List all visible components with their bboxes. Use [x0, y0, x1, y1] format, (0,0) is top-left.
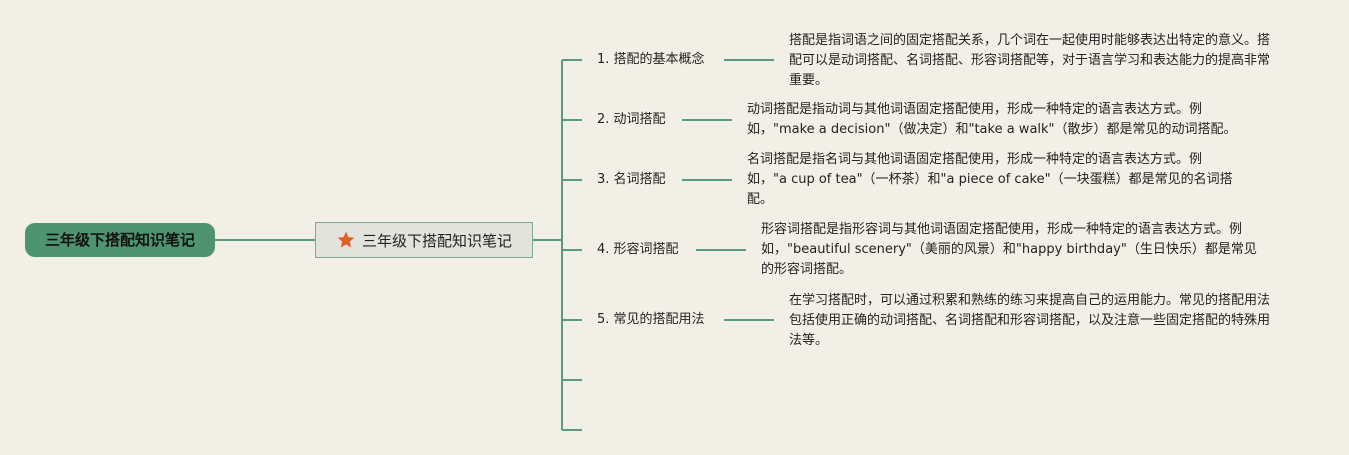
topic-node-4[interactable]: 4. 形容词搭配 — [597, 240, 679, 260]
star-icon — [337, 231, 355, 248]
topic-description-2: 动词搭配是指动词与其他词语固定搭配使用，形成一种特定的语言表达方式。例如，"ma… — [747, 102, 1237, 137]
topic-node-3[interactable]: 3. 名词搭配 — [597, 170, 666, 190]
root-node[interactable]: 三年级下搭配知识笔记 — [25, 223, 215, 257]
topic-label: 2. 动词搭配 — [597, 112, 666, 127]
topic-label: 3. 名词搭配 — [597, 172, 666, 187]
topic-node-2[interactable]: 2. 动词搭配 — [597, 110, 666, 130]
topic-label: 5. 常见的搭配用法 — [597, 312, 705, 327]
topic-label: 1. 搭配的基本概念 — [597, 52, 705, 67]
center-node[interactable]: 三年级下搭配知识笔记 — [315, 222, 533, 258]
topic-description-3: 名词搭配是指名词与其他词语固定搭配使用，形成一种特定的语言表达方式。例如，"a … — [747, 152, 1233, 207]
topic-node-1[interactable]: 1. 搭配的基本概念 — [597, 50, 705, 70]
center-node-label: 三年级下搭配知识笔记 — [361, 231, 512, 250]
topic-label: 4. 形容词搭配 — [597, 242, 679, 257]
topic-description-1: 搭配是指词语之间的固定搭配关系，几个词在一起使用时能够表达出特定的意义。搭配可以… — [789, 33, 1271, 88]
topic-description-4: 形容词搭配是指形容词与其他词语固定搭配使用，形成一种特定的语言表达方式。例如，"… — [761, 222, 1257, 277]
root-node-label: 三年级下搭配知识笔记 — [44, 231, 195, 249]
topic-node-5[interactable]: 5. 常见的搭配用法 — [597, 310, 705, 330]
topic-description-5: 在学习搭配时，可以通过积累和熟练的练习来提高自己的运用能力。常见的搭配用法包括使… — [789, 293, 1271, 348]
